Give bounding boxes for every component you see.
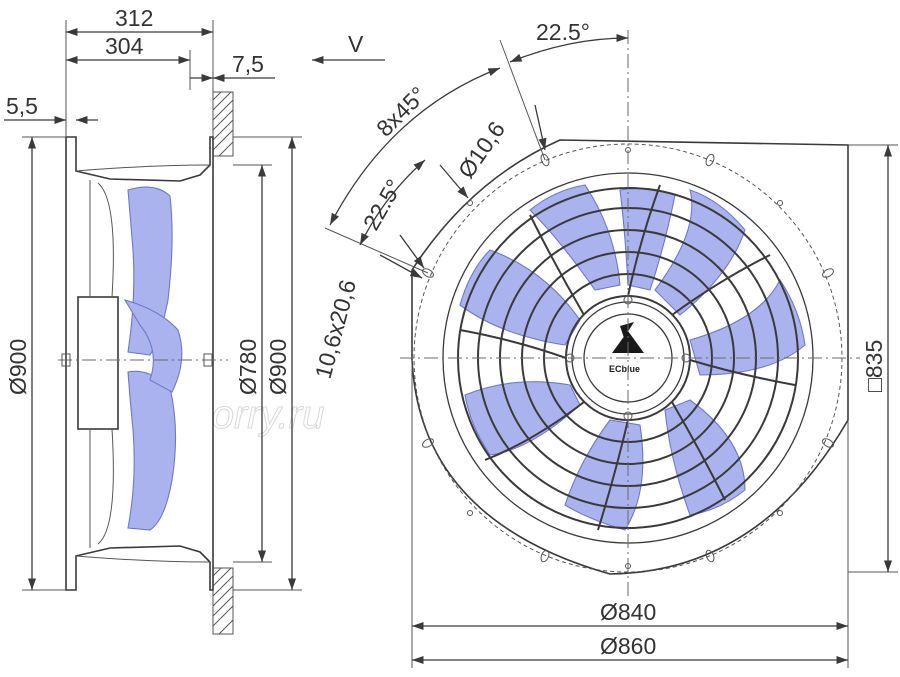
dia-840: Ø840 bbox=[600, 599, 656, 625]
slot-size: 10,6x20,6 bbox=[310, 277, 361, 381]
angle-ref-2 bbox=[324, 227, 429, 274]
leader-slot-2 bbox=[379, 254, 423, 279]
dia-860: Ø860 bbox=[600, 633, 656, 659]
small-hole-2 bbox=[777, 200, 783, 206]
blade-6 bbox=[459, 249, 581, 346]
dia-900-right: Ø900 bbox=[265, 339, 291, 395]
shaft-mark-left bbox=[61, 353, 71, 367]
hole-3 bbox=[422, 268, 434, 278]
wall-bottom-hatch bbox=[212, 567, 234, 635]
housing-upper-edge bbox=[75, 164, 211, 172]
leader-hole-2 bbox=[439, 164, 469, 199]
view-indicator: V bbox=[312, 31, 385, 65]
hole-7 bbox=[540, 549, 550, 563]
hole-2 bbox=[705, 153, 715, 167]
hole-6 bbox=[822, 438, 834, 448]
arc-22-5-top bbox=[509, 33, 629, 63]
angle-ref-1 bbox=[499, 39, 546, 161]
dia-780: Ø780 bbox=[235, 339, 261, 395]
side-blade-mid bbox=[123, 299, 183, 393]
small-hole-3 bbox=[467, 510, 473, 516]
blade-2 bbox=[689, 278, 806, 376]
motor-body bbox=[77, 296, 119, 430]
dim-7-5: 7,5 bbox=[232, 51, 264, 77]
blade-3 bbox=[664, 399, 746, 516]
housing-lower-edge bbox=[75, 555, 211, 563]
leader-hole bbox=[534, 104, 547, 151]
front-view: ECblue bbox=[400, 30, 860, 600]
small-hole-4 bbox=[777, 510, 783, 516]
hole-4 bbox=[822, 268, 834, 278]
square-835: □835 bbox=[861, 340, 887, 392]
blade-5 bbox=[464, 381, 581, 456]
dim-304: 304 bbox=[105, 33, 144, 59]
angle-22-5-side: 22.5° bbox=[358, 175, 408, 235]
side-view: 312 304 7,5 5,5 Ø900 Ø780 Ø900 bbox=[4, 5, 302, 635]
support-arms bbox=[97, 182, 114, 545]
view-label: V bbox=[348, 31, 364, 57]
hole-5 bbox=[422, 438, 434, 448]
hole-8 bbox=[705, 549, 715, 563]
angle-22-5-top: 22.5° bbox=[536, 19, 590, 45]
dia-900-left: Ø900 bbox=[5, 339, 31, 395]
dim-312: 312 bbox=[115, 5, 153, 31]
arc-8x45 bbox=[329, 67, 501, 226]
arc-22-5-side bbox=[359, 159, 426, 246]
leader-slot bbox=[399, 234, 425, 269]
logo-text: ECblue bbox=[609, 364, 640, 374]
wall-top-hatch bbox=[212, 91, 234, 157]
shaft-mark-right bbox=[203, 353, 213, 367]
dim-5-5: 5,5 bbox=[6, 93, 38, 119]
